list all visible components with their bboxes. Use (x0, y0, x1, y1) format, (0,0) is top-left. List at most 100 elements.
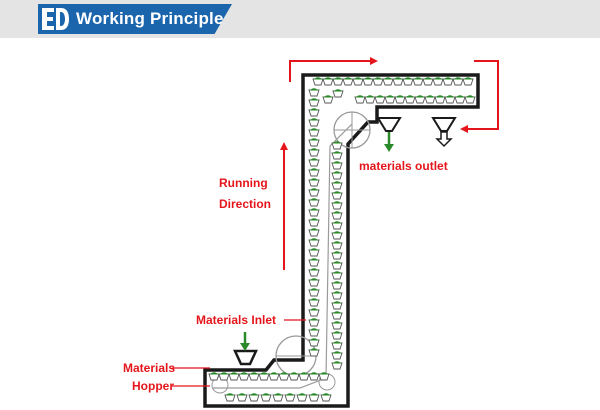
bucket (331, 251, 343, 260)
bucket (308, 318, 320, 327)
bucket (268, 372, 280, 381)
bucket (308, 198, 320, 207)
bucket (284, 393, 296, 402)
bucket (452, 77, 464, 86)
bucket (308, 108, 320, 117)
company-logo-icon (42, 8, 69, 30)
bucket (374, 95, 386, 104)
inlet-funnel (233, 349, 258, 366)
bucket (308, 208, 320, 217)
bucket (248, 372, 260, 381)
direction-label: Direction (219, 197, 271, 211)
bucket (372, 77, 384, 86)
bucket (352, 77, 364, 86)
bucket (331, 161, 343, 170)
bucket (331, 271, 343, 280)
bucket (331, 351, 343, 360)
bucket (218, 372, 230, 381)
bucket (422, 77, 434, 86)
bucket (331, 311, 343, 320)
page-title: Working Principle (76, 9, 224, 28)
bucket (308, 308, 320, 317)
bucket (308, 188, 320, 197)
bucket (382, 77, 394, 86)
bucket (434, 95, 446, 104)
bucket (208, 372, 220, 381)
bucket (412, 77, 424, 86)
bucket (308, 393, 320, 402)
label-leader-lines (172, 319, 306, 387)
bucket (384, 95, 396, 104)
bucket (228, 372, 240, 381)
bucket (308, 148, 320, 157)
hopper-label: Hopper (132, 379, 174, 393)
bucket (296, 393, 308, 402)
bucket (331, 331, 343, 340)
bucket (322, 95, 334, 104)
bucket (308, 278, 320, 287)
header-bar: Working Principle (0, 0, 600, 38)
bucket (414, 95, 426, 104)
materials-label: Materials (123, 361, 175, 375)
conveyor-casing (203, 73, 480, 408)
bucket (308, 178, 320, 187)
bucket (331, 301, 343, 310)
running-direction-arrows (280, 57, 499, 270)
bucket (331, 321, 343, 330)
bucket (238, 372, 250, 381)
bucket (308, 158, 320, 167)
title-banner (38, 4, 232, 34)
bucket (331, 171, 343, 180)
bucket (331, 291, 343, 300)
bucket (318, 372, 330, 381)
bucket (331, 341, 343, 350)
bucket (442, 77, 454, 86)
running-label: Running (219, 176, 268, 190)
bucket (288, 372, 300, 381)
bucket (236, 393, 248, 402)
bucket (332, 77, 344, 86)
bucket (331, 211, 343, 220)
bucket (308, 88, 320, 97)
bucket (332, 89, 344, 98)
bucket (364, 95, 376, 104)
bucket (331, 191, 343, 200)
outlet-chute-1 (376, 117, 402, 132)
bucket (308, 298, 320, 307)
bucket (331, 231, 343, 240)
bucket (462, 77, 474, 86)
bucket (278, 372, 290, 381)
bucket (258, 372, 270, 381)
bucket (424, 95, 436, 104)
bucket (331, 241, 343, 250)
bucket (308, 98, 320, 107)
bucket (308, 128, 320, 137)
materials-inlet-label: Materials Inlet (196, 313, 276, 327)
outlet-chute-2 (431, 117, 457, 132)
bucket (308, 218, 320, 227)
bucket (331, 141, 343, 150)
conveyor-inner-path (212, 123, 353, 389)
bucket (308, 228, 320, 237)
bucket (331, 221, 343, 230)
material-flow-arrows (240, 132, 394, 351)
bucket (308, 268, 320, 277)
bucket (308, 338, 320, 347)
bucket (331, 201, 343, 210)
outlet-hollow-arrow (435, 131, 453, 148)
bucket (260, 393, 272, 402)
bucket (331, 181, 343, 190)
bucket (320, 393, 332, 402)
bucket (331, 261, 343, 270)
bucket (308, 288, 320, 297)
bucket (308, 168, 320, 177)
bucket (331, 281, 343, 290)
bucket (308, 348, 320, 357)
bucket (444, 95, 456, 104)
conveyor-diagram: materials outlet Running Direction Mater… (123, 57, 499, 408)
bucket (464, 95, 476, 104)
bucket (308, 328, 320, 337)
bucket (402, 77, 414, 86)
bucket (392, 77, 404, 86)
bucket (312, 77, 324, 86)
